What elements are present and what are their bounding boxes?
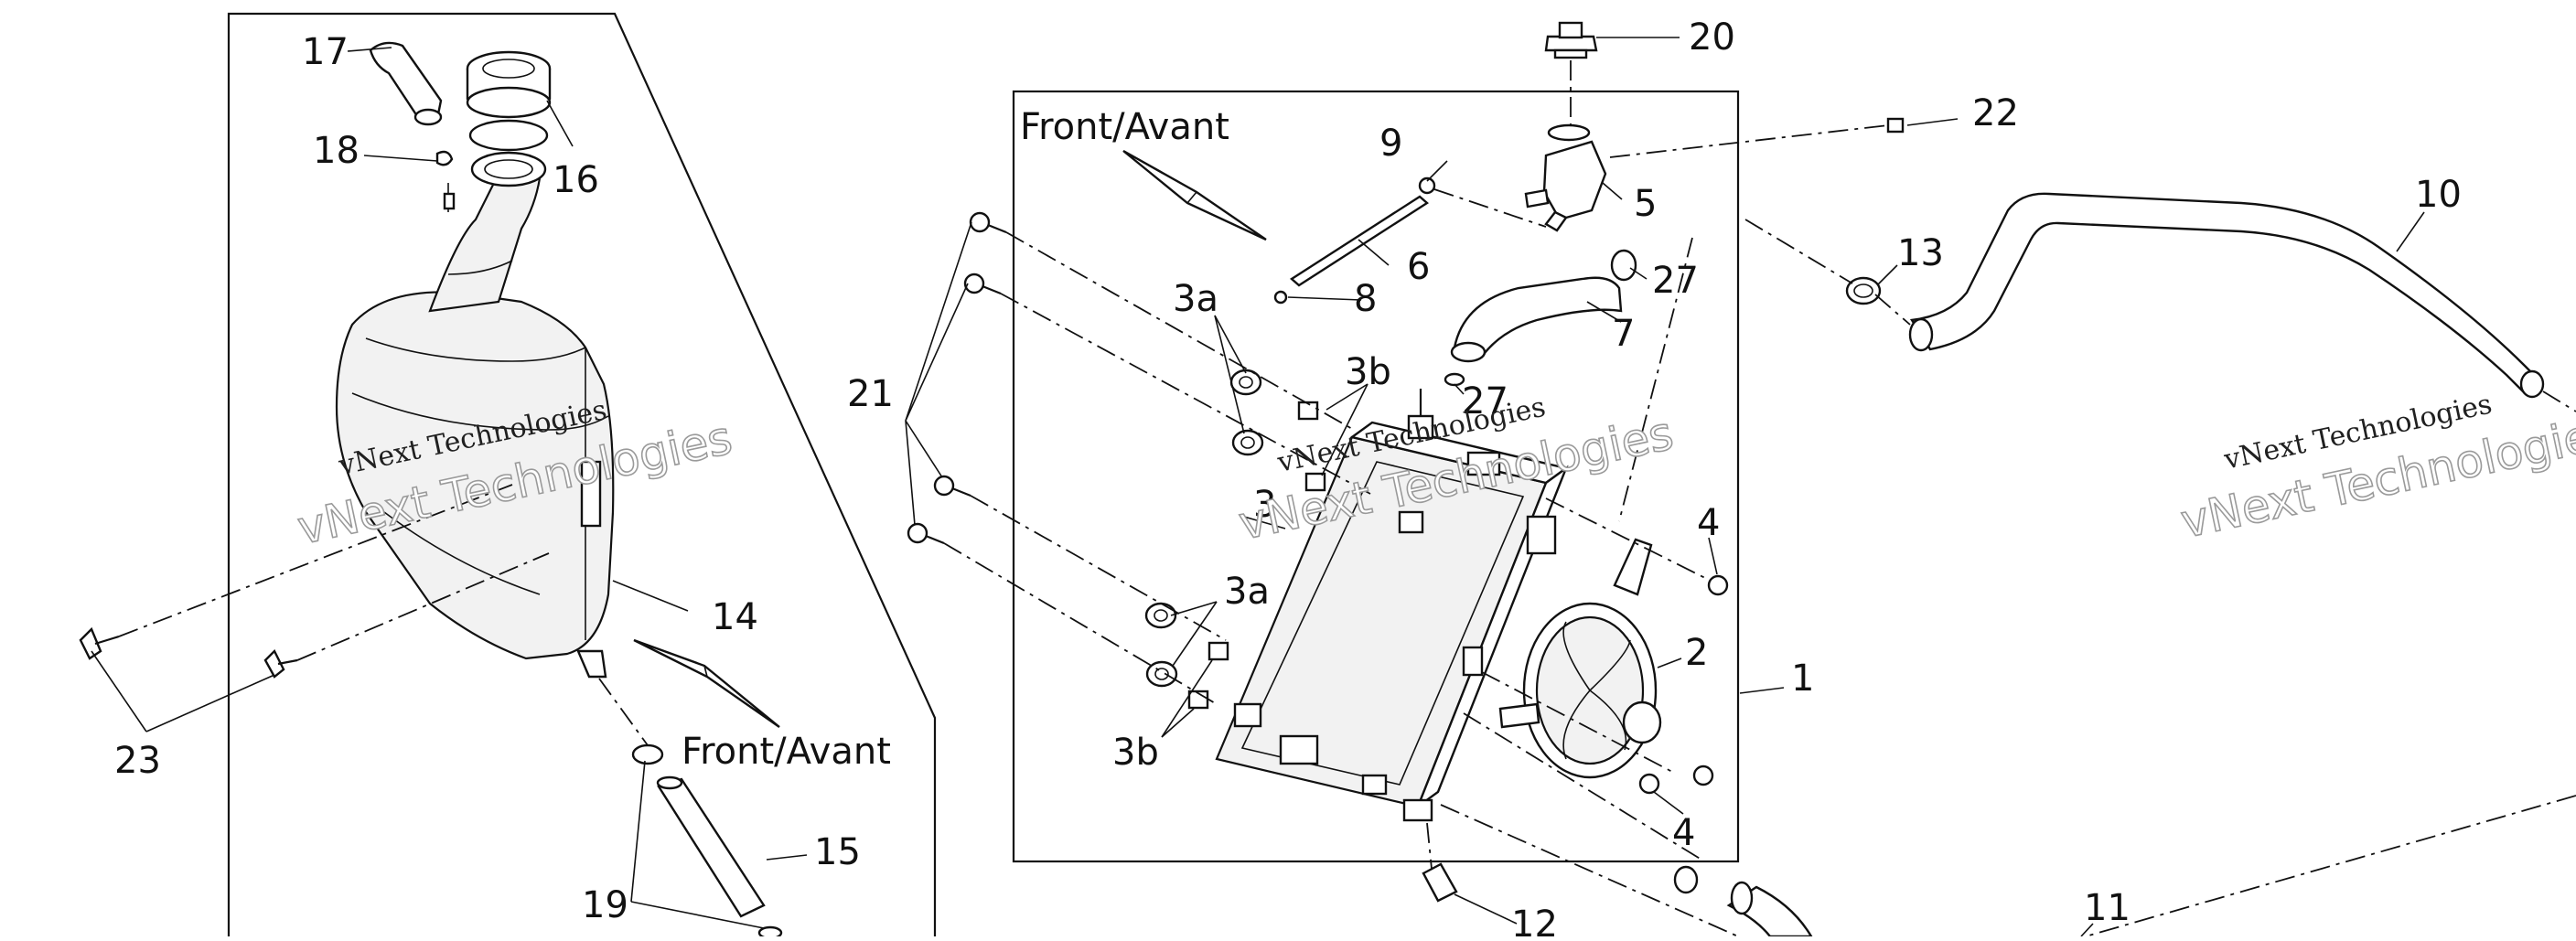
collar-3b-1 bbox=[1297, 401, 1319, 421]
grommet-3a-2 bbox=[1231, 429, 1264, 456]
callout-3a-top: 3a bbox=[1173, 278, 1218, 320]
coolant-reservoir-tank bbox=[335, 163, 615, 679]
callout-27-bottom: 27 bbox=[1462, 380, 1508, 422]
bolt-8 bbox=[1273, 290, 1288, 305]
callout-7: 7 bbox=[1612, 313, 1635, 355]
bolt-21b bbox=[963, 273, 1002, 295]
callout-8: 8 bbox=[1354, 278, 1377, 320]
collar-3b-2 bbox=[1304, 472, 1326, 492]
screw-23b bbox=[263, 648, 298, 679]
callout-22: 22 bbox=[1972, 92, 2019, 134]
radiator-hose-10 bbox=[1908, 192, 2545, 399]
front-avant-label-radiator: Front/Avant bbox=[1020, 106, 1229, 148]
callout-18: 18 bbox=[313, 130, 360, 172]
callout-10: 10 bbox=[2415, 174, 2462, 216]
front-avant-label-tank: Front/Avant bbox=[682, 731, 891, 773]
grommet-3a-1 bbox=[1229, 369, 1262, 396]
clamp-18 bbox=[435, 150, 456, 212]
upper-hose bbox=[1450, 276, 1623, 363]
grommet-3a-4 bbox=[1145, 660, 1178, 688]
clamp-27-upper bbox=[1610, 249, 1637, 282]
axis-23b bbox=[296, 552, 550, 661]
screw-23a bbox=[79, 626, 120, 660]
axis-23a bbox=[118, 484, 513, 637]
clamp-27-lower bbox=[1444, 372, 1465, 387]
radiator bbox=[1215, 389, 1569, 822]
callout-11: 11 bbox=[2084, 887, 2131, 929]
bolt-21c bbox=[933, 475, 971, 497]
callout-4-bottom: 4 bbox=[1672, 812, 1695, 854]
hose-15 bbox=[656, 775, 766, 918]
callout-20: 20 bbox=[1689, 16, 1735, 59]
reservoir-panel-frame bbox=[227, 12, 937, 936]
bolt-4-lower bbox=[1638, 773, 1660, 795]
front-arrow-left bbox=[633, 638, 780, 728]
callout-19: 19 bbox=[582, 884, 628, 926]
callout-5: 5 bbox=[1634, 183, 1657, 225]
cooling-fan bbox=[1498, 538, 1662, 779]
clamp-19a bbox=[631, 743, 664, 765]
grommet-4-bottom bbox=[1673, 865, 1699, 894]
radiator-panel-frame bbox=[1012, 90, 1740, 863]
watermark-right: vNext Technologies vNext Technologies bbox=[2175, 389, 2576, 550]
callout-4-top: 4 bbox=[1697, 502, 1720, 544]
callout-9: 9 bbox=[1379, 123, 1402, 165]
bolt-4-upper bbox=[1707, 574, 1729, 596]
filler-neck bbox=[1524, 123, 1607, 232]
bolt-4-side bbox=[1692, 765, 1714, 786]
callout-27-top: 27 bbox=[1652, 260, 1699, 302]
callout-6: 6 bbox=[1407, 246, 1430, 288]
callout-17: 17 bbox=[302, 31, 349, 73]
bolt-9 bbox=[1418, 176, 1436, 195]
callout-21: 21 bbox=[847, 373, 894, 415]
front-arrow-center bbox=[1122, 149, 1267, 241]
radiator-cap bbox=[1544, 21, 1598, 59]
bolt-21a bbox=[969, 211, 1007, 234]
callout-3: 3 bbox=[1253, 484, 1276, 526]
grommet-3a-3 bbox=[1144, 602, 1177, 629]
drain-plug-12 bbox=[1422, 862, 1458, 903]
callout-3b-top: 3b bbox=[1345, 351, 1391, 393]
callout-1: 1 bbox=[1791, 658, 1814, 700]
callout-3a-bottom: 3a bbox=[1224, 571, 1270, 613]
reservoir-cap bbox=[466, 50, 552, 187]
callout-16: 16 bbox=[553, 159, 599, 201]
callout-12: 12 bbox=[1511, 904, 1558, 936]
callout-3b-bottom: 3b bbox=[1112, 732, 1159, 774]
callout-14: 14 bbox=[712, 596, 758, 638]
callout-2: 2 bbox=[1685, 632, 1708, 674]
fitting-22 bbox=[1886, 117, 1905, 134]
radiator-hose-11 bbox=[1726, 881, 1814, 938]
vent-hose bbox=[369, 41, 443, 126]
bolt-21d bbox=[907, 522, 945, 545]
callout-23: 23 bbox=[114, 740, 161, 782]
clamp-13 bbox=[1845, 276, 1882, 305]
axis-outlet bbox=[598, 678, 649, 746]
callout-13: 13 bbox=[1897, 232, 1944, 274]
callout-15: 15 bbox=[814, 831, 861, 873]
collar-3b-3 bbox=[1208, 641, 1229, 661]
